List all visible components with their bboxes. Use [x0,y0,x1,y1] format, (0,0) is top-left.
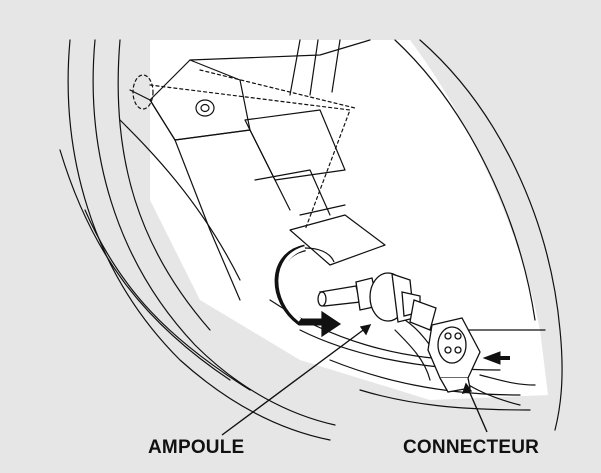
bulb-illustration [317,272,437,331]
access-opening [289,214,386,266]
connector-illustration [427,317,481,393]
fender-outline-outer [67,39,331,441]
fender-edge-line [117,39,211,331]
recess-box [244,109,346,181]
fender-outline-inner [92,39,336,426]
fender-right-inner [394,39,536,321]
bulb-label: AMPOULE [148,437,245,458]
leader-line-bulb [221,324,371,436]
fender-right-outer [419,39,563,431]
bolt [195,99,215,117]
connector-label: CONNECTEUR [403,437,540,458]
clip-dashed [132,74,154,110]
rotation-arrow [274,244,342,338]
access-panel-dashed [149,84,351,231]
